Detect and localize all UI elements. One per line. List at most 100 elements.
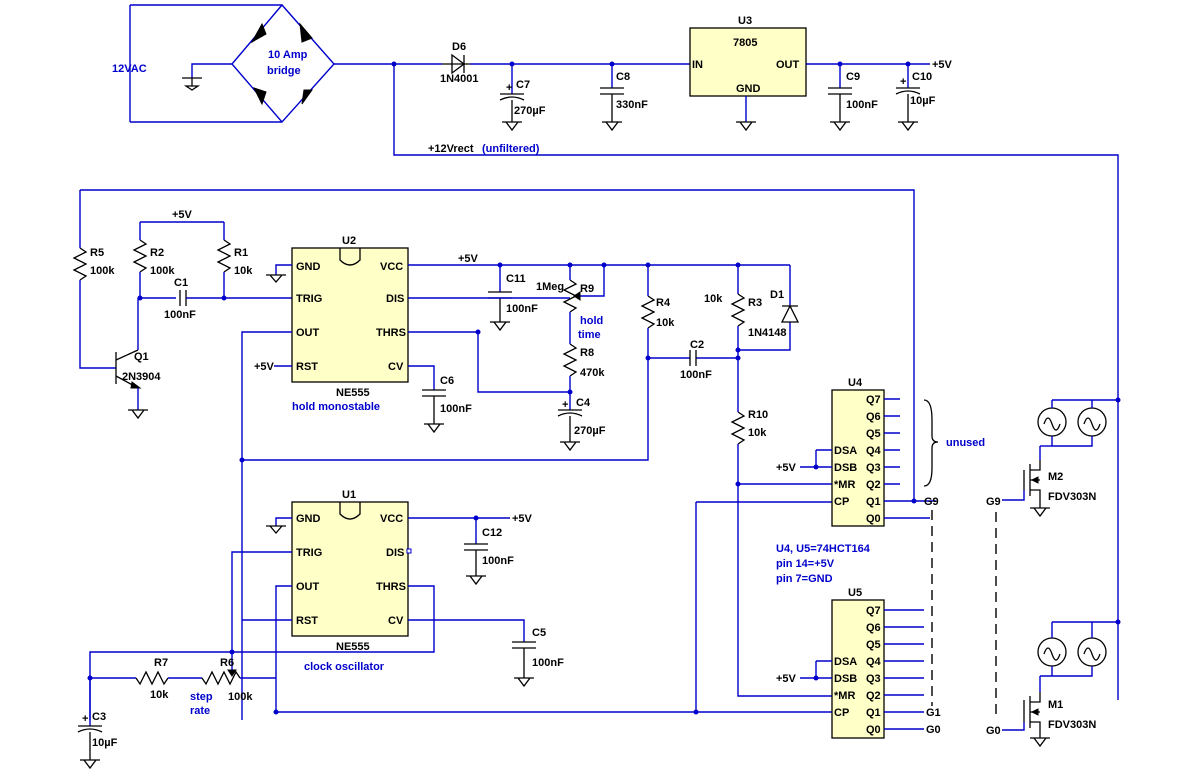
u1-pin-cv: CV (388, 615, 404, 627)
diode-d1: D1 1N4148 (738, 265, 800, 351)
resistor-r4: R4 10k (242, 265, 675, 461)
u4-pin-q5: Q5 (866, 428, 881, 440)
r7-ref: R7 (154, 657, 168, 669)
r6-note-2: rate (190, 705, 210, 717)
d6-ref: D6 (452, 41, 466, 53)
u5-pin-q5: Q5 (866, 639, 881, 651)
c5-ref: C5 (532, 627, 546, 639)
r2-value: 100k (150, 265, 175, 277)
r9-note-2: time (578, 329, 601, 341)
u1-ref: U1 (342, 489, 356, 501)
rail-12vrect-note: (unfiltered) (482, 143, 540, 155)
c4-ref: C4 (576, 397, 591, 409)
ic-u4: U4 Q7 Q6 Q5 Q4 Q3 Q2 Q1 Q0 DSA DSB *MR C… (776, 377, 985, 527)
resistor-r5: R5 100k (72, 247, 116, 369)
r3-ref: R3 (748, 297, 762, 309)
u4-unused-label: unused (946, 437, 985, 449)
c5-value: 100nF (532, 657, 564, 669)
u4-pin-q2: Q2 (866, 479, 881, 491)
c1-ref: C1 (174, 277, 188, 289)
bridge-label-2: bridge (267, 65, 301, 77)
r3-value: 10k (704, 293, 723, 305)
u2-pin-dis: DIS (386, 293, 404, 305)
clock-oscillator-section: U1 GND TRIG OUT RST VCC DIS THRS CV NE55… (77, 489, 832, 770)
c9-ref: C9 (846, 71, 860, 83)
u2-pin-trig: TRIG (296, 293, 322, 305)
resistor-r7: R7 10k (135, 657, 202, 701)
capacitor-c12: C12 100nF (464, 518, 514, 586)
u2-pin-rst: RST (296, 361, 318, 373)
c11-value: 100nF (506, 303, 538, 315)
net-g9-m2: G9 (986, 496, 1001, 508)
u3-pin-in: IN (692, 59, 703, 71)
m1-value: FDV303N (1048, 719, 1096, 731)
q1-ref: Q1 (134, 351, 149, 363)
u2-pin-cv: CV (388, 361, 404, 373)
ic-u5: U5 Q7 Q6 Q5 Q4 Q3 Q2 Q1 Q0 DSA DSB *MR C… (776, 587, 941, 739)
u1-part: NE555 (336, 641, 370, 653)
svg-text:+: + (562, 399, 568, 411)
u1-pin-out: OUT (296, 581, 320, 593)
capacitor-c8: C8 330nF (600, 64, 648, 132)
power-supply-section: 12VAC 10 Amp bridge D6 1N4001 + (112, 3, 1119, 700)
d1-ref: D1 (770, 289, 784, 301)
c2-value: 100nF (680, 369, 712, 381)
u5-pin-dsb: DSB (834, 673, 857, 685)
d6-value: 1N4001 (440, 73, 479, 85)
u1-pin-thrs: THRS (376, 581, 406, 593)
c8-ref: C8 (616, 71, 630, 83)
capacitor-c10: + C10 10µF (895, 64, 936, 132)
u4-pin-dsa: DSA (834, 445, 857, 457)
r9-ref: R9 (580, 283, 594, 295)
regulator-u3: U3 7805 IN OUT GND (689, 15, 807, 132)
c9-value: 100nF (846, 99, 878, 111)
u2-function: hold monostable (292, 401, 380, 413)
net-g0-m1: G0 (986, 725, 1001, 737)
ic-u2: U2 GND TRIG OUT RST VCC DIS THRS CV NE55… (291, 235, 409, 413)
q1-value: 2N3904 (122, 371, 161, 383)
bridge-label-1: 10 Amp (268, 49, 308, 61)
r5-value: 100k (90, 265, 115, 277)
rail-5v-u1vcc: +5V (512, 513, 533, 525)
lamp-icon (1077, 637, 1107, 667)
potentiometer-r9: 1Meg R9 hold time (536, 265, 605, 344)
potentiometer-r6: R6 100k step rate (190, 652, 276, 717)
c10-ref: C10 (912, 71, 932, 83)
bridge-diodes (250, 22, 313, 106)
u3-ref: U3 (738, 15, 752, 27)
capacitor-c7: + C7 270µF (499, 64, 546, 132)
resistor-r1: R1 10k (216, 239, 253, 301)
u1-pin-vcc: VCC (380, 513, 403, 525)
r6-value: 100k (228, 691, 253, 703)
svg-text:+: + (900, 76, 906, 88)
u3-part: 7805 (733, 37, 757, 49)
u4-pin-q1: Q1 (866, 496, 881, 508)
u5-ref: U5 (848, 587, 862, 599)
u4-pin-q6: Q6 (866, 411, 881, 423)
u5-pin-mr: *MR (834, 690, 855, 702)
r10-value: 10k (748, 427, 767, 439)
capacitor-c6: C6 100nF (422, 375, 472, 434)
note-line-1: U4, U5=74HCT164 (776, 543, 871, 555)
m2-ref: M2 (1048, 471, 1063, 483)
lamp-icon (1037, 637, 1067, 667)
c2-ref: C2 (690, 339, 704, 351)
c11-ref: C11 (506, 273, 526, 285)
c6-ref: C6 (440, 375, 454, 387)
u5-pin-q2: Q2 (866, 690, 881, 702)
lamp-icon (1037, 407, 1067, 437)
rail-5v-r1r2: +5V (172, 209, 193, 221)
r8-value: 470k (580, 367, 605, 379)
u2-pin-thrs: THRS (376, 327, 406, 339)
c6-value: 100nF (440, 403, 472, 415)
u2-part: NE555 (336, 387, 370, 399)
r6-ref: R6 (220, 657, 234, 669)
net-g1-u5: G1 (926, 707, 941, 719)
c12-ref: C12 (482, 527, 502, 539)
capacitor-c1: C1 100nF (164, 277, 292, 321)
c7-value: 270µF (514, 105, 546, 117)
c3-ref: C3 (92, 711, 106, 723)
r10-ref: R10 (748, 409, 768, 421)
capacitor-c3: + C3 10µF (77, 675, 136, 770)
m1-ref: M1 (1048, 699, 1063, 711)
